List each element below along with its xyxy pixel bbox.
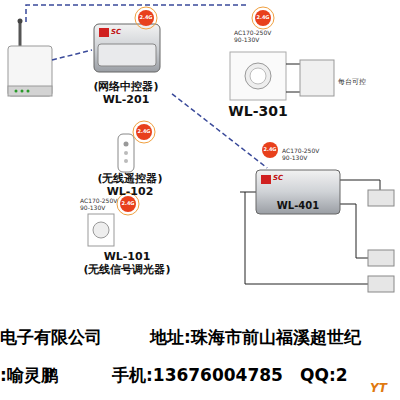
device-node: WL-301 xyxy=(222,46,294,120)
antenna-tip xyxy=(18,19,23,24)
brand-logo: SC xyxy=(111,28,121,36)
signal-badge: 2.4G xyxy=(136,15,156,21)
device-caption: (网络中控器) xyxy=(93,80,158,93)
router-led xyxy=(21,90,24,93)
wire xyxy=(286,64,300,65)
lamp-box xyxy=(368,190,394,206)
wl401-device xyxy=(240,170,394,292)
remote-button xyxy=(124,151,128,155)
router-led xyxy=(27,90,30,93)
signal-badge: 2.4G xyxy=(253,15,273,21)
wl101-device xyxy=(88,214,114,246)
device-node: WL-101(无线信号调光器) xyxy=(72,208,182,276)
contact-text: 手机:13676004785 xyxy=(112,366,283,386)
device-node: (无线遥控器)WL-102 xyxy=(90,126,170,198)
signal-badge: 2.4G xyxy=(260,147,280,153)
wire xyxy=(340,204,368,258)
device-caption: (无线遥控器) xyxy=(97,172,162,185)
signal-badge: 2.4G xyxy=(118,201,138,207)
wire xyxy=(340,180,380,190)
device-logo xyxy=(261,175,271,184)
remote-button xyxy=(124,159,128,163)
lamp-box xyxy=(368,250,394,266)
load-box xyxy=(300,60,334,96)
wall-plate xyxy=(88,214,114,246)
router-antenna xyxy=(19,22,22,46)
signal-badge: 2.4G xyxy=(134,129,154,135)
badge-ring xyxy=(135,7,157,29)
router-led xyxy=(15,90,18,93)
wire xyxy=(240,192,256,193)
contact-text: QQ:2 xyxy=(300,366,348,386)
model-label: WL-301 xyxy=(228,103,287,120)
remote-body xyxy=(118,134,134,172)
model-label: WL-102 xyxy=(107,185,154,198)
device-panel xyxy=(98,44,156,66)
router-base xyxy=(8,86,52,96)
device-case xyxy=(94,24,160,72)
wireless-link xyxy=(52,50,92,60)
wl102-remote xyxy=(118,134,134,172)
brand-logo: SC xyxy=(273,174,283,182)
remote-button xyxy=(124,142,129,147)
model-label: WL-201 xyxy=(103,93,150,106)
router-icon xyxy=(8,19,52,97)
wall-plate xyxy=(230,52,286,100)
contact-text: :喻灵鹏 xyxy=(0,366,58,386)
voltage-note: AC170-250V 90-130V xyxy=(234,30,274,44)
device-logo xyxy=(99,28,109,37)
contact-text: 地址:珠海市前山福溪超世纪 xyxy=(150,328,361,348)
wireless-link xyxy=(26,5,248,22)
model-label: (无线信号调光器) xyxy=(83,263,170,276)
device-node: (网络中控器)WL-201 xyxy=(80,10,172,106)
contact-text: 电子有限公司 xyxy=(0,328,102,348)
wl301-device xyxy=(230,52,334,100)
device-caption: WL-101 xyxy=(104,250,151,263)
dimmer-knob xyxy=(93,222,109,238)
dimmer-knob-inner xyxy=(250,68,266,84)
badge-ring xyxy=(133,121,155,143)
dimmer-knob xyxy=(245,63,271,89)
lamp-box xyxy=(368,276,394,292)
model-label: WL-401 xyxy=(277,200,319,212)
voltage-note: AC170-250V 90-130V xyxy=(80,198,120,212)
device-case xyxy=(256,170,340,214)
wire xyxy=(286,92,300,93)
load-note: 每台可控 xyxy=(338,78,366,86)
router-body xyxy=(8,46,52,96)
watermark: YT xyxy=(370,382,387,396)
wl201-device xyxy=(94,24,160,72)
badge-ring xyxy=(252,7,274,29)
device-node: WL-401 xyxy=(254,168,342,216)
voltage-note: AC170-250V 90-130V xyxy=(282,148,322,162)
